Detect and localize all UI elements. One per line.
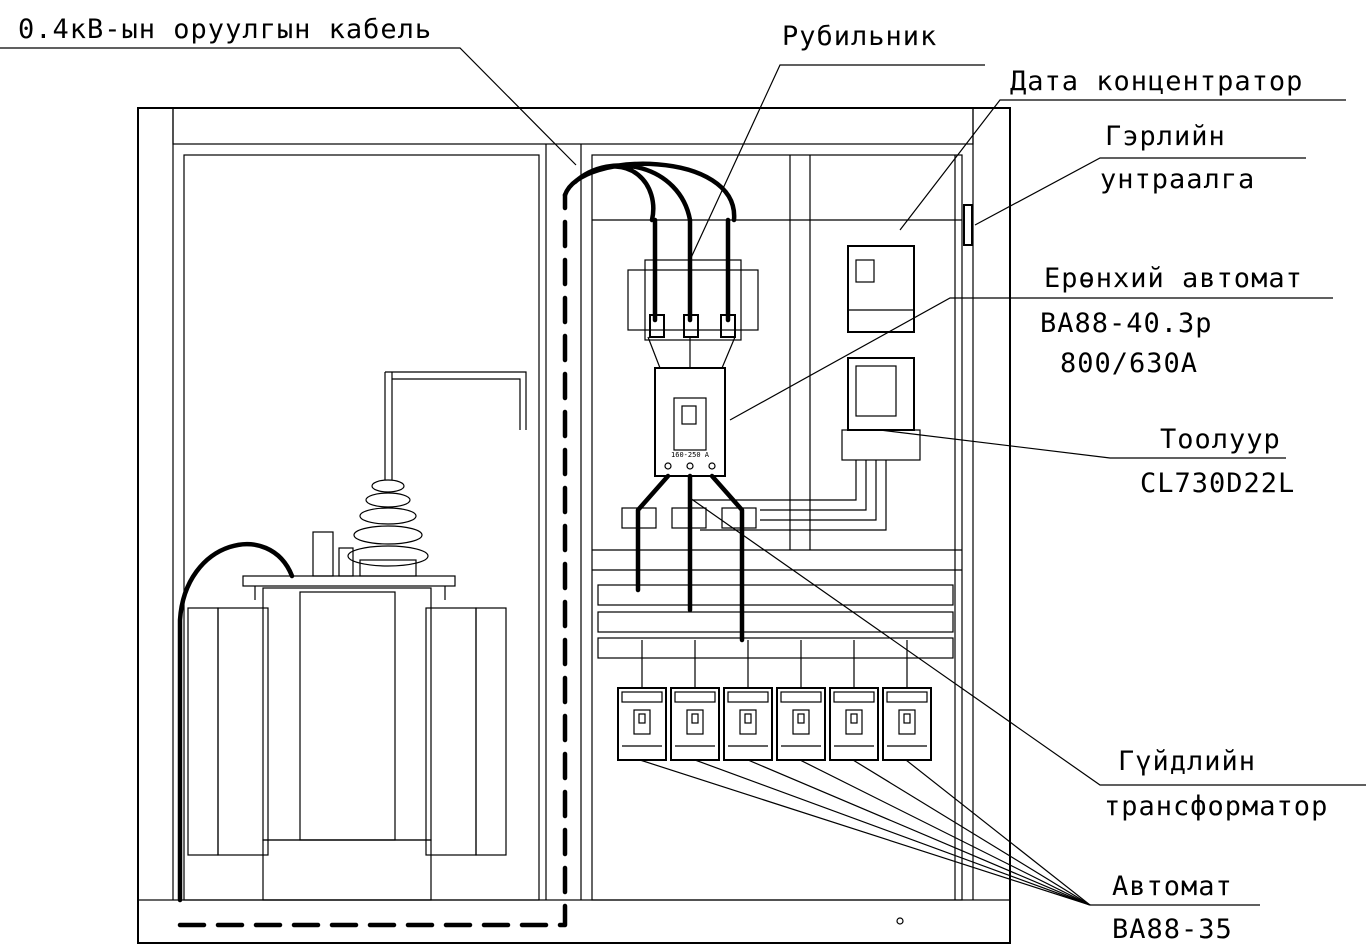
label-main-breaker-2: ВА88-40.3р: [1040, 308, 1213, 339]
energy-meter: [841, 357, 921, 461]
power-transformer: [187, 371, 527, 901]
cabinet-frame: [137, 107, 1011, 944]
label-light-switch-1: Гэрлийн: [1105, 121, 1226, 152]
label-current-transformer-2: трансформатор: [1104, 791, 1328, 822]
label-incoming-cable: 0.4кВ-ын оруулгын кабель: [18, 14, 432, 45]
incoming-cable-bundle: [562, 161, 737, 223]
branch-breaker: [882, 640, 932, 761]
label-meter-2: CL730D22L: [1140, 468, 1295, 499]
branch-breaker: [776, 640, 826, 761]
label-main-breaker-1: Ерөнхий автомат: [1044, 263, 1303, 294]
label-main-breaker-3: 800/630А: [1060, 348, 1198, 379]
current-transformers: [621, 507, 757, 529]
knife-switch: [627, 217, 759, 369]
label-light-switch-2: унтраалга: [1100, 164, 1255, 195]
label-meter-1: Тоолуур: [1160, 424, 1281, 455]
incoming-cable: [177, 192, 568, 928]
label-current-transformer-1: Гүйдлийн: [1118, 746, 1256, 777]
main-breaker-rating: 160-250 A: [671, 451, 710, 459]
branch-breaker: [617, 640, 667, 761]
data-concentrator-device: [847, 245, 915, 333]
leader-lines: [0, 47, 1366, 906]
label-knife-switch: Рубильник: [782, 21, 937, 52]
meter-wiring: [690, 460, 887, 531]
transformer-cable: [177, 541, 295, 903]
busbars: [597, 584, 954, 659]
main-breaker: 160-250 A: [654, 367, 726, 477]
label-breaker-1: Автомат: [1112, 871, 1233, 902]
label-data-concentrator: Дата концентратор: [1010, 66, 1303, 97]
light-switch-device: [963, 204, 973, 246]
label-breaker-2: ВА88-35: [1112, 914, 1233, 945]
